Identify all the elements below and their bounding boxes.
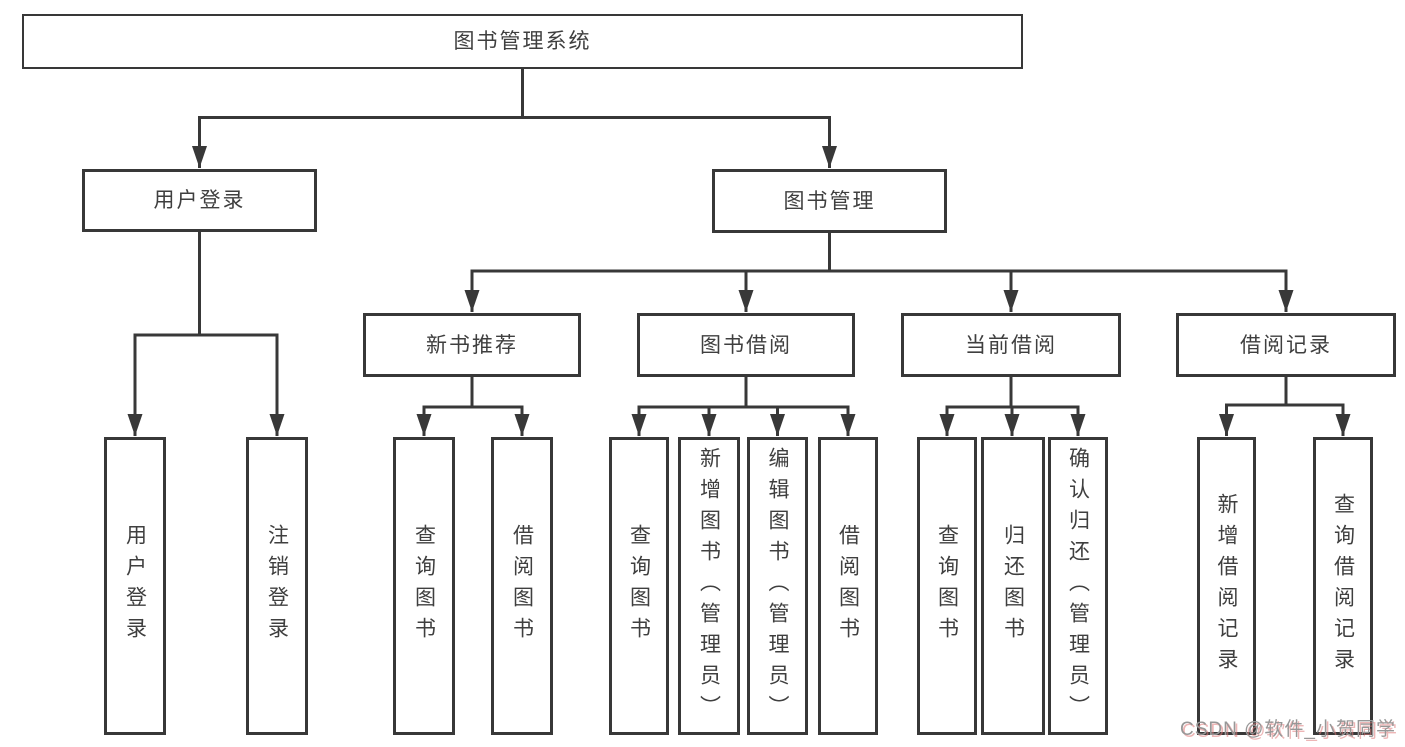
node-borrow-record-label: 借阅记录 bbox=[1240, 333, 1332, 357]
leaf-recommend-borrow-books: 借阅图书 bbox=[491, 437, 553, 735]
node-user-login: 用户登录 bbox=[82, 169, 317, 232]
watermark: CSDN @软件_小贺同学 bbox=[1180, 719, 1396, 740]
node-root: 图书管理系统 bbox=[22, 14, 1023, 69]
node-current-borrow-label: 当前借阅 bbox=[965, 333, 1057, 357]
leaf-logout: 注销登录 bbox=[246, 437, 308, 735]
leaf-logout-label: 注销登录 bbox=[265, 524, 289, 648]
leaf-borrow-borrow-books-label: 借阅图书 bbox=[836, 524, 860, 648]
leaf-borrow-add-books: 新增图书（管理员） bbox=[678, 437, 740, 735]
leaf-current-query-books-label: 查询图书 bbox=[935, 524, 959, 648]
leaf-current-confirm-return-label: 确认归还（管理员） bbox=[1066, 446, 1090, 726]
leaf-record-query: 查询借阅记录 bbox=[1313, 437, 1373, 735]
leaf-record-add-label: 新增借阅记录 bbox=[1215, 493, 1238, 679]
leaf-user-login: 用户登录 bbox=[104, 437, 166, 735]
node-book-mgmt-label: 图书管理 bbox=[783, 189, 876, 213]
leaf-recommend-borrow-books-label: 借阅图书 bbox=[510, 524, 534, 648]
leaf-borrow-query-books: 查询图书 bbox=[609, 437, 669, 735]
node-user-login-label: 用户登录 bbox=[153, 189, 246, 212]
leaf-user-login-label: 用户登录 bbox=[123, 524, 147, 648]
leaf-recommend-query-books: 查询图书 bbox=[393, 437, 455, 735]
leaf-record-add: 新增借阅记录 bbox=[1197, 437, 1256, 735]
leaf-record-query-label: 查询借阅记录 bbox=[1331, 493, 1355, 679]
node-borrow-record: 借阅记录 bbox=[1176, 313, 1396, 377]
node-root-label: 图书管理系统 bbox=[453, 30, 592, 53]
node-book-borrow-label: 图书借阅 bbox=[700, 333, 792, 357]
node-new-book-recommend-label: 新书推荐 bbox=[426, 333, 518, 357]
node-book-mgmt: 图书管理 bbox=[712, 169, 947, 233]
node-current-borrow: 当前借阅 bbox=[901, 313, 1121, 377]
leaf-current-confirm-return: 确认归还（管理员） bbox=[1048, 437, 1108, 735]
leaf-current-return-books-label: 归还图书 bbox=[1001, 524, 1025, 648]
node-book-borrow: 图书借阅 bbox=[637, 313, 855, 377]
leaf-current-query-books: 查询图书 bbox=[917, 437, 977, 735]
leaf-borrow-add-books-label: 新增图书（管理员） bbox=[697, 446, 721, 726]
leaf-current-return-books: 归还图书 bbox=[981, 437, 1045, 735]
node-new-book-recommend: 新书推荐 bbox=[363, 313, 581, 377]
leaf-borrow-edit-books-label: 编辑图书（管理员） bbox=[766, 446, 789, 726]
leaf-borrow-edit-books: 编辑图书（管理员） bbox=[747, 437, 808, 735]
leaf-borrow-borrow-books: 借阅图书 bbox=[818, 437, 878, 735]
leaf-borrow-query-books-label: 查询图书 bbox=[627, 524, 651, 648]
leaf-recommend-query-books-label: 查询图书 bbox=[412, 524, 436, 648]
